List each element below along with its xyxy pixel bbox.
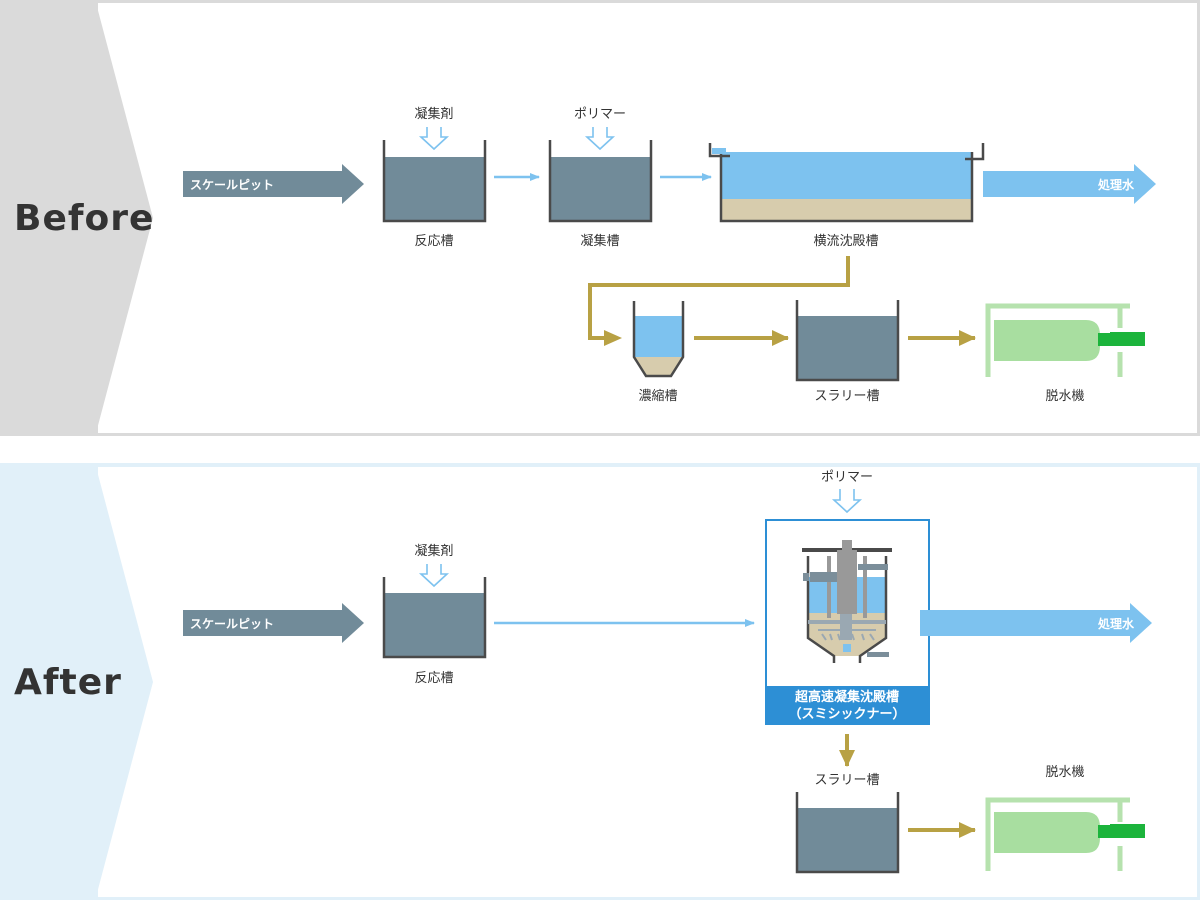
- after-thickener-unit: 超高速凝集沈殿槽 （スミシックナー）: [765, 519, 930, 725]
- after-output-arrow: 処理水: [920, 603, 1152, 643]
- after-polymer-label: ポリマー: [821, 470, 873, 485]
- after-slurry-tank: スラリー槽: [795, 773, 900, 874]
- before-section: Before スケールピット 凝集剤 反応槽 ポリマー 凝集槽: [0, 0, 1200, 436]
- sludge-arrow-head: [604, 330, 622, 346]
- before-coagulation-tank: ポリマー 凝集槽: [548, 107, 653, 249]
- after-output-arrow-label: 処理水: [1097, 616, 1135, 631]
- before-sedimentation-tank: 横流沈殿槽: [708, 143, 985, 249]
- before-coagulant-label: 凝集剤: [414, 106, 453, 122]
- before-output-arrow: 処理水: [983, 164, 1156, 204]
- before-slurry-tank-label: スラリー槽: [814, 389, 879, 404]
- before-label: Before: [14, 198, 154, 239]
- before-thickener-tank: 濃縮槽: [632, 301, 685, 404]
- before-coagulation-tank-label: 凝集槽: [580, 233, 619, 249]
- after-slurry-tank-label: スラリー槽: [814, 773, 879, 788]
- before-reaction-tank: 凝集剤 反応槽: [382, 106, 487, 249]
- coagulant-dose-arrow-icon: [418, 564, 450, 588]
- after-reaction-tank-label: 反応槽: [414, 671, 453, 686]
- after-reaction-tank: 凝集剤 反応槽: [382, 543, 487, 686]
- coagulant-dose-arrow-icon: [418, 127, 450, 151]
- before-chevron: [96, 3, 153, 433]
- before-sedimentation-tank-label: 横流沈殿槽: [813, 234, 878, 249]
- after-dewatering-machine: 脱水機: [985, 765, 1145, 871]
- before-dewatering-label: 脱水機: [1045, 389, 1084, 404]
- thickener-title: 超高速凝集沈殿槽: [795, 689, 899, 705]
- before-input-arrow: スケールピット: [183, 164, 364, 204]
- before-reaction-tank-label: 反応槽: [414, 234, 453, 249]
- thickener-label-bar: [766, 686, 929, 724]
- before-output-arrow-label: 処理水: [1097, 177, 1135, 192]
- after-coagulant-label: 凝集剤: [414, 543, 453, 559]
- polymer-dose-arrow-icon: [831, 489, 863, 514]
- before-dewatering-machine: 脱水機: [985, 303, 1145, 404]
- after-input-arrow-label: スケールピット: [190, 617, 274, 631]
- before-thickener-tank-label: 濃縮槽: [638, 388, 677, 404]
- after-input-arrow: スケールピット: [183, 603, 364, 643]
- thickener-subtitle: （スミシックナー）: [788, 706, 905, 722]
- polymer-dose-arrow-icon: [584, 127, 616, 151]
- before-polymer-label: ポリマー: [574, 107, 626, 122]
- before-slurry-tank: スラリー槽: [795, 300, 900, 404]
- after-section: After スケールピット 凝集剤 反応槽 ポリマー: [0, 463, 1200, 900]
- before-input-arrow-label: スケールピット: [190, 178, 274, 192]
- sludge-line: [588, 256, 850, 340]
- after-dewatering-label: 脱水機: [1045, 765, 1084, 780]
- after-label: After: [14, 662, 122, 703]
- after-chevron: [96, 467, 153, 897]
